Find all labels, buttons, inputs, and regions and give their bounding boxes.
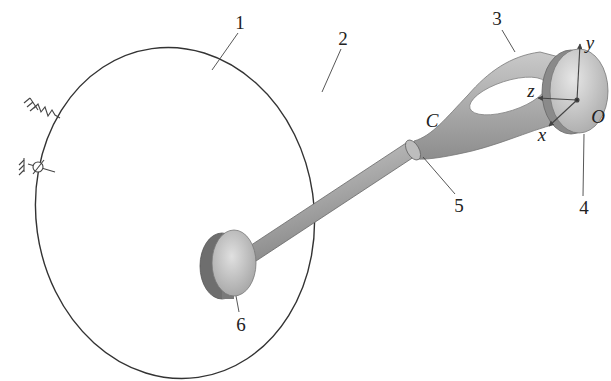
point-label: C (425, 111, 440, 130)
callout-number: 6 (235, 315, 247, 334)
coordinate-axes (538, 44, 580, 126)
callout-number: 4 (578, 198, 590, 217)
damper-symbol (19, 158, 55, 175)
callout-number: 1 (234, 13, 246, 32)
axis-label: y (585, 33, 595, 52)
hub (200, 230, 256, 299)
spring-symbol (24, 98, 60, 118)
small-disk (542, 49, 608, 134)
large-disk (14, 29, 336, 381)
callout-number: 3 (491, 9, 503, 28)
leader-lines (212, 30, 584, 312)
joint (402, 137, 423, 162)
fork-opening (465, 69, 550, 122)
axis-label: z (526, 81, 535, 100)
axis-label: x (537, 125, 547, 144)
callout-number: 5 (453, 196, 465, 215)
shaft (236, 143, 414, 269)
callout-number: 2 (337, 29, 349, 48)
point-label: O (590, 107, 606, 126)
